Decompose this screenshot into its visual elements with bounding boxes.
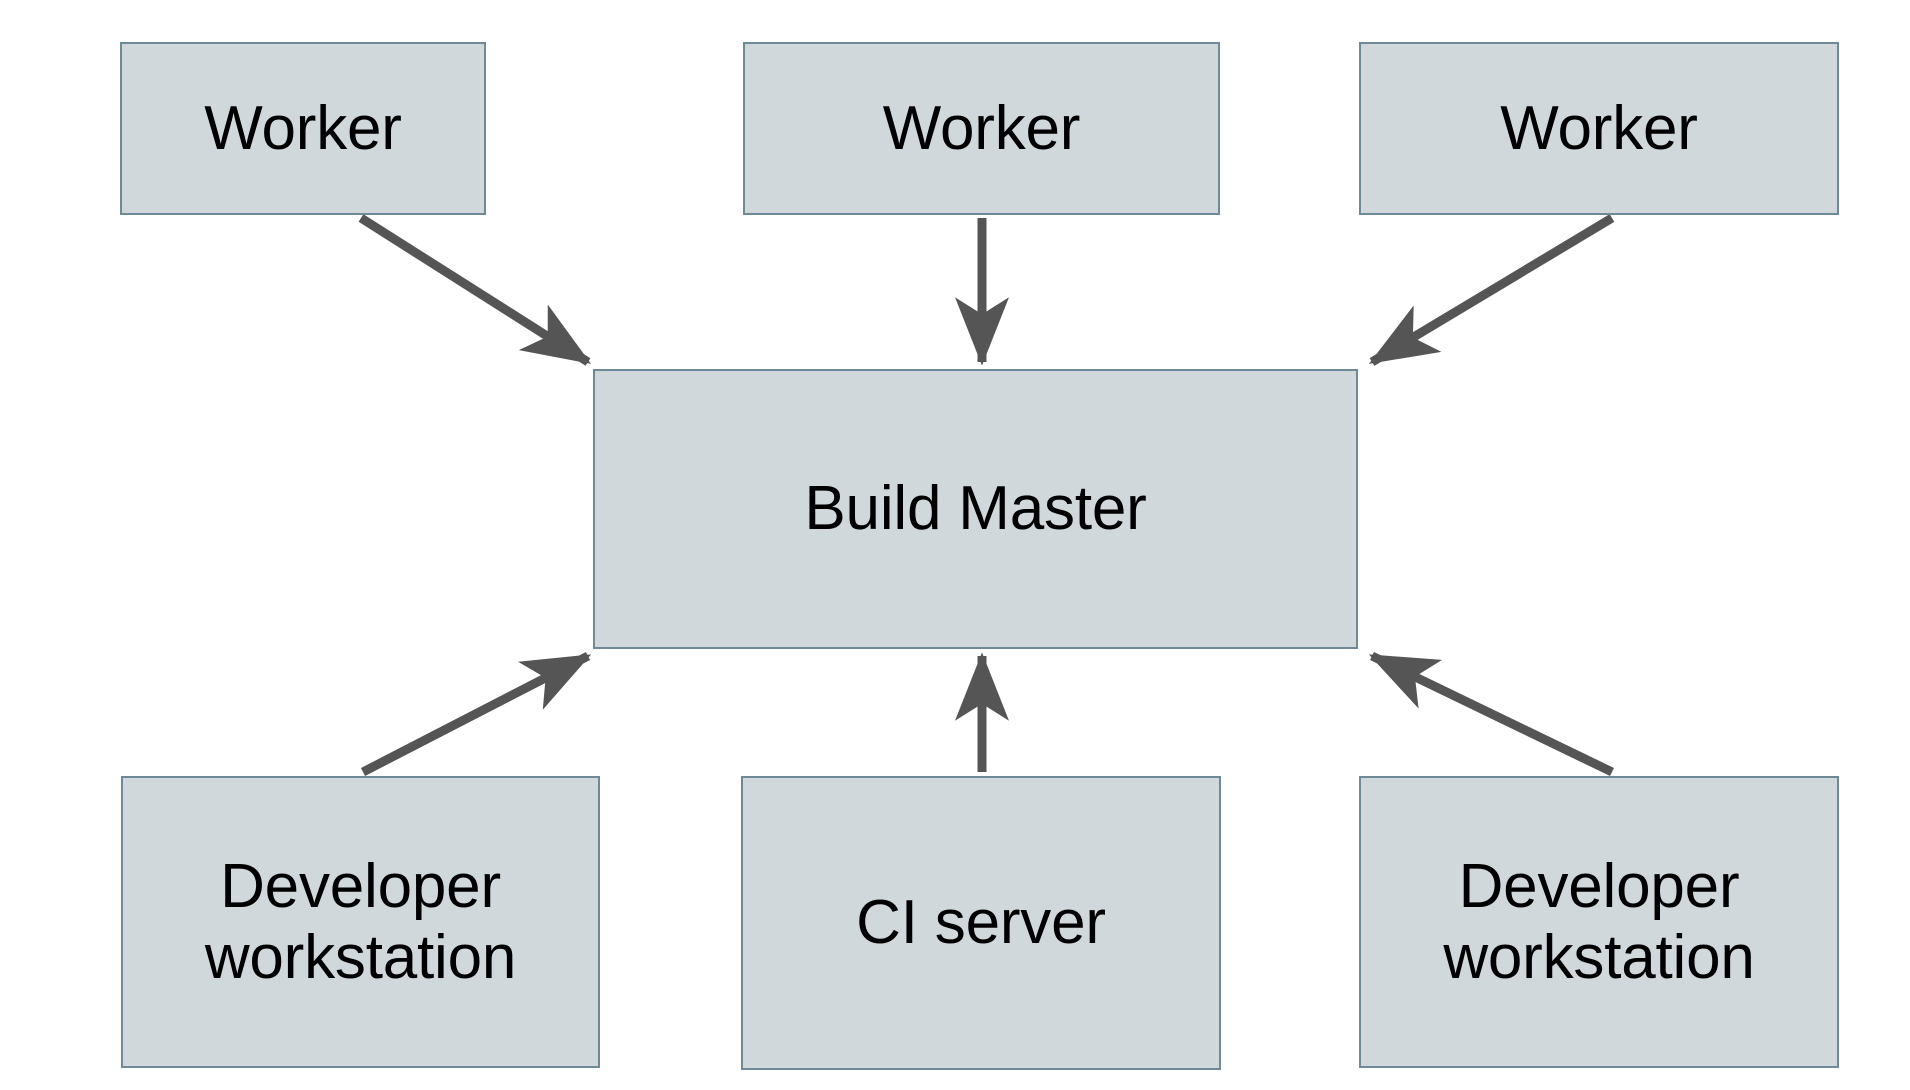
node-worker-3-label: Worker: [1500, 93, 1698, 163]
node-worker-3[interactable]: Worker: [1359, 42, 1839, 215]
node-ci-server-label: CI server: [856, 888, 1106, 958]
node-developer-workstation-right-label: Developer workstation: [1443, 851, 1755, 992]
node-developer-workstation-left[interactable]: Developer workstation: [121, 776, 600, 1068]
edge-worker-1-to-build-master: [358, 214, 592, 366]
node-worker-2-label: Worker: [882, 93, 1081, 163]
node-developer-workstation-left-label: Developer workstation: [204, 851, 517, 992]
edge-worker-3-to-build-master: [1368, 214, 1615, 366]
node-worker-2[interactable]: Worker: [743, 42, 1220, 215]
node-build-master[interactable]: Build Master: [593, 369, 1358, 649]
edge-dev-left-to-build-master: [360, 652, 592, 776]
node-worker-1[interactable]: Worker: [120, 42, 486, 215]
node-ci-server[interactable]: CI server: [741, 776, 1221, 1070]
node-build-master-label: Build Master: [804, 474, 1147, 544]
edge-dev-right-to-build-master: [1368, 651, 1614, 777]
node-developer-workstation-right[interactable]: Developer workstation: [1359, 776, 1839, 1068]
node-worker-1-label: Worker: [204, 93, 402, 163]
